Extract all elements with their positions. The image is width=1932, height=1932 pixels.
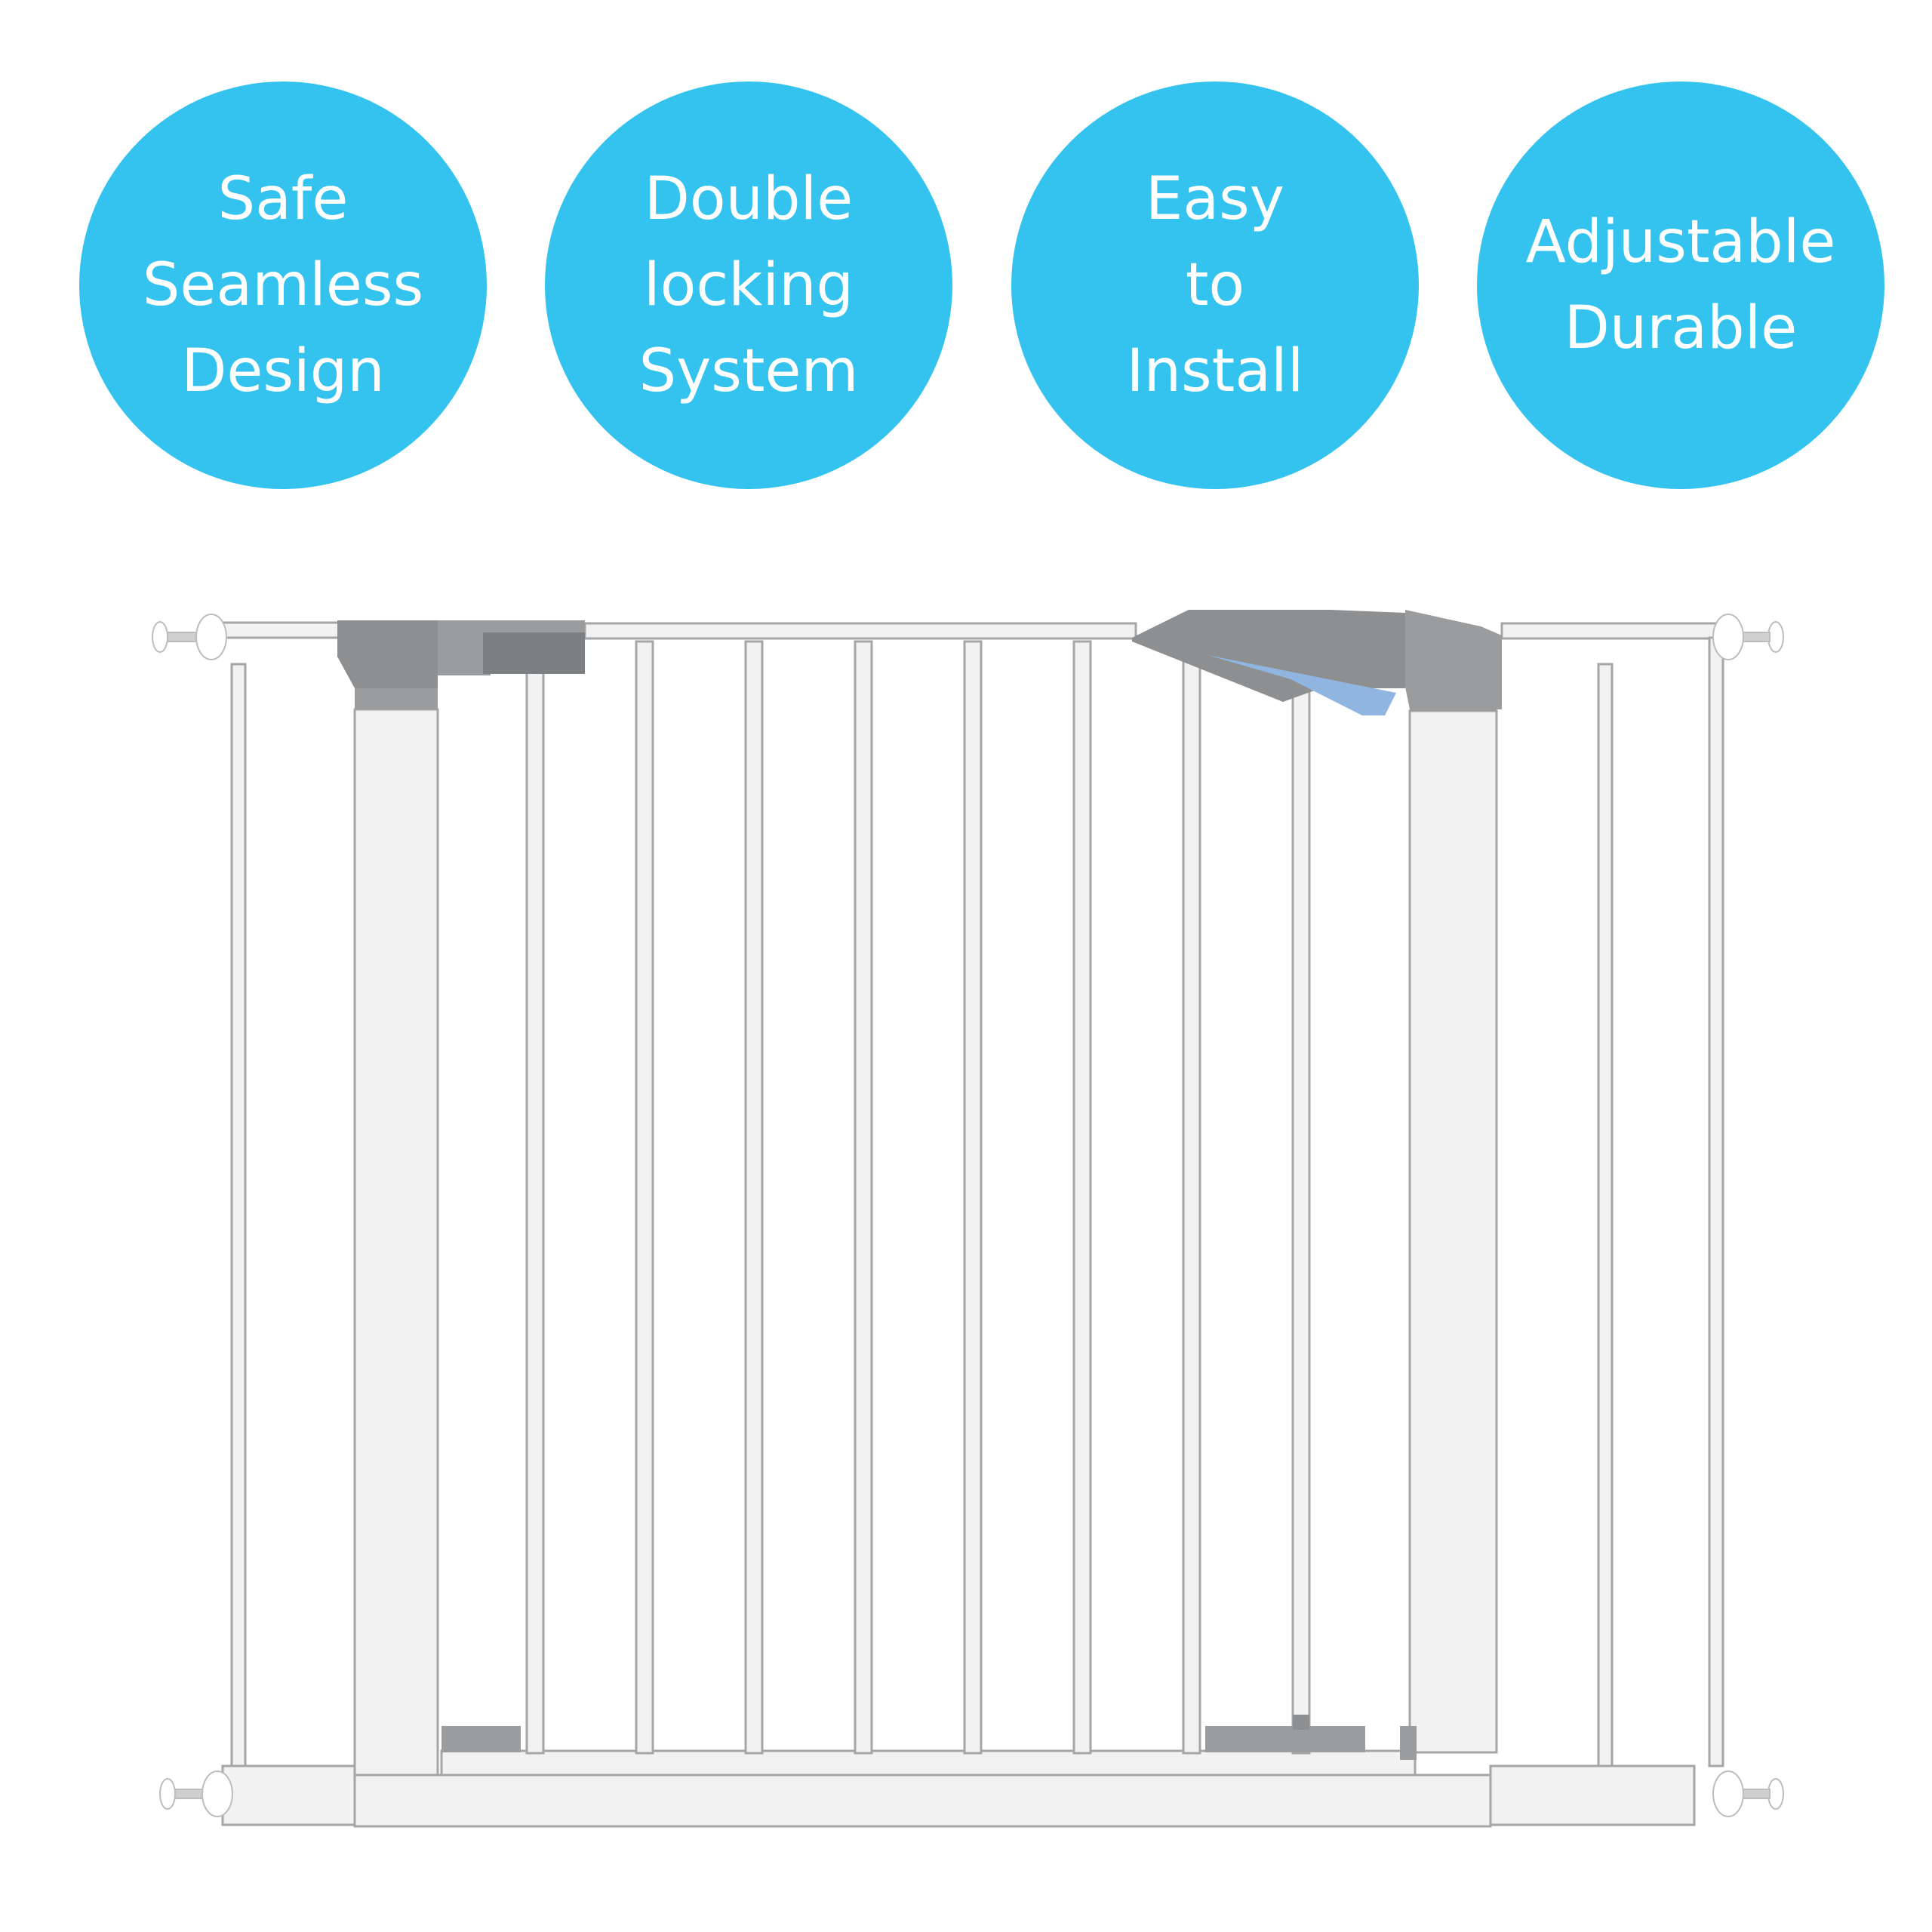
gate-extension-bar [1597, 663, 1614, 1767]
pressure-knob [202, 1770, 233, 1817]
gate-post-cap [355, 688, 438, 709]
gate-bottom-rail-left [221, 1764, 356, 1826]
gate-side-post-right [1408, 709, 1498, 1754]
pressure-knob [195, 614, 227, 660]
latch-handle [1132, 610, 1405, 702]
feature-badge-safe-seamless-design: Safe Seamless Design [79, 82, 487, 489]
pressure-knob [159, 1778, 176, 1810]
badge-line: Design [181, 337, 385, 405]
bottom-latch-plate [1205, 1726, 1365, 1752]
bottom-latch-plate [1400, 1726, 1417, 1760]
gate-top-rail-right [1500, 622, 1722, 640]
badge-line: Durable [1564, 294, 1798, 362]
feature-badge-double-locking-system: Double locking System [545, 82, 952, 489]
gate-door-bar [525, 666, 545, 1755]
gate-side-post-left [353, 708, 439, 1777]
bottom-latch-plate [1293, 1715, 1309, 1730]
gate-top-rail-center [583, 622, 1137, 640]
pressure-knob [1712, 614, 1744, 660]
badge-line: Seamless [142, 251, 424, 319]
badge-line: Double [644, 165, 854, 233]
badge-line: Safe [217, 165, 349, 233]
pressure-knob [1712, 1770, 1744, 1817]
pressure-knob [167, 632, 198, 642]
badge-line: Install [1126, 337, 1304, 405]
bottom-hinge [441, 1726, 521, 1752]
feature-badge-easy-to-install: Easy to Install [1011, 82, 1419, 489]
pressure-knob [174, 1789, 206, 1799]
gate-door-bar [963, 640, 983, 1755]
latch-housing [1405, 610, 1502, 709]
pressure-knob [152, 621, 168, 653]
badge-line: to [1185, 251, 1245, 319]
gate-door-bar [635, 640, 654, 1755]
gate-top-rail-left [217, 621, 341, 639]
gate-door-bar [854, 640, 873, 1755]
gate-extension-bar [230, 663, 247, 1767]
gate-door-bar [1182, 655, 1201, 1755]
badge-line: Easy [1146, 165, 1284, 233]
gate-door-bar [1072, 640, 1092, 1755]
gate-door-bar [744, 640, 764, 1755]
latch-release-button [1208, 655, 1396, 715]
gate-door-bar [1291, 681, 1311, 1755]
hinge-block [337, 620, 438, 688]
gate-bottom-rail-main [353, 1774, 1492, 1828]
gate-bottom-rail-right [1489, 1764, 1696, 1826]
gate-extension-bar [1708, 636, 1724, 1767]
badge-line: locking [643, 251, 854, 319]
badge-line: System [638, 337, 859, 405]
gate-door-bottom-bar [440, 1749, 1417, 1777]
feature-badge-adjustable-durable: Adjustable Durable [1477, 82, 1884, 489]
badge-line: Adjustable [1525, 208, 1836, 276]
hinge-block [483, 632, 585, 674]
